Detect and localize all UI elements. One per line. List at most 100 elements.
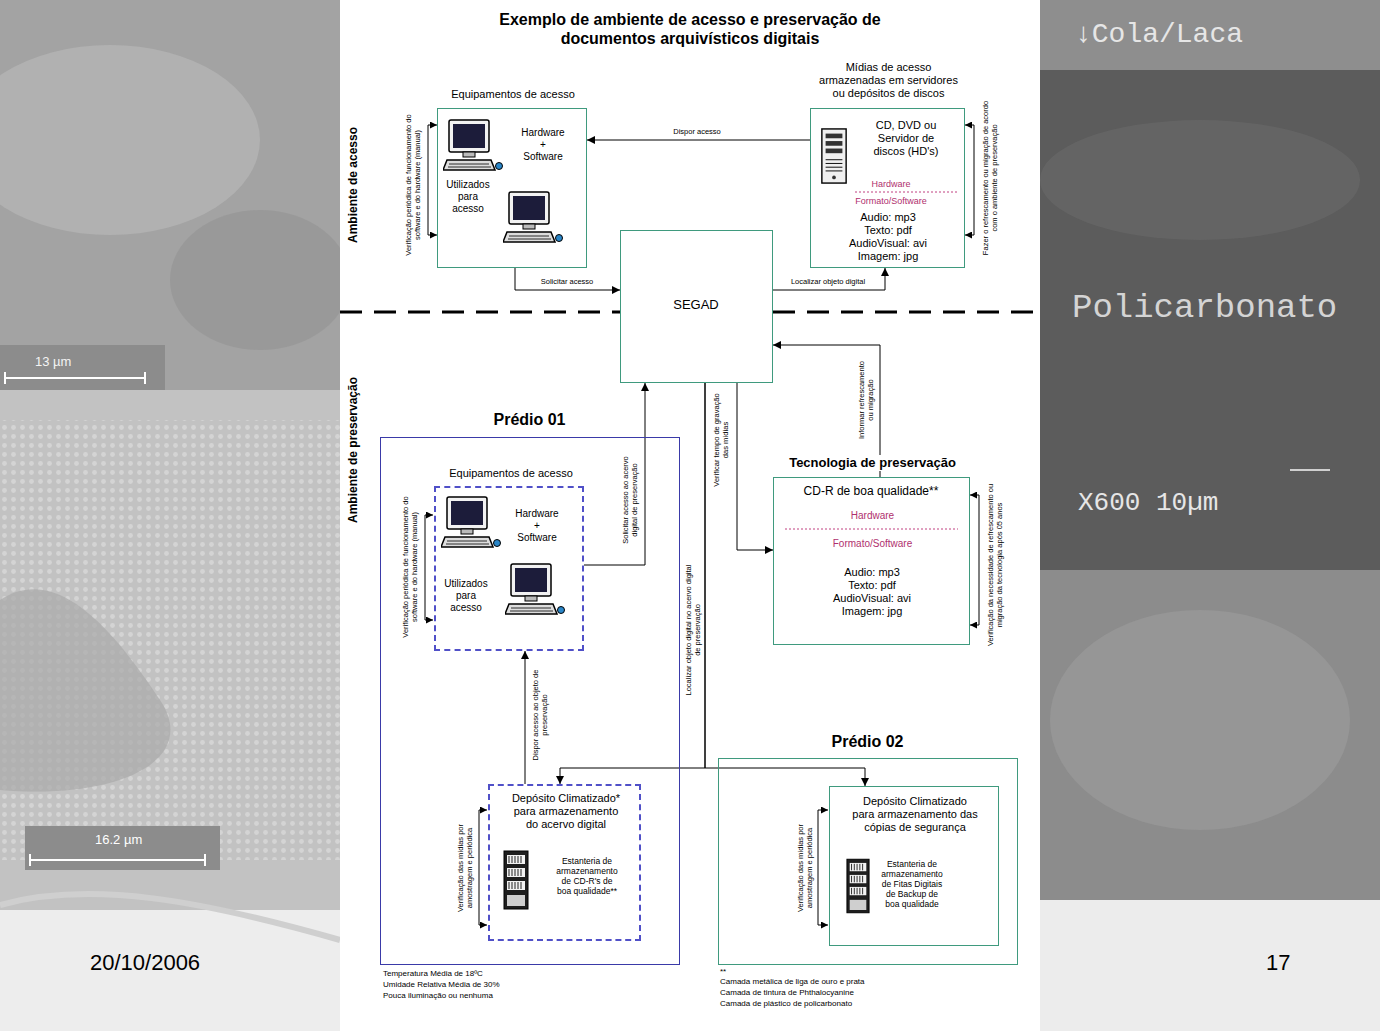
photo-caption: ↓Cola/Laca	[1075, 18, 1375, 52]
slide-panel	[340, 0, 1040, 1031]
box-text: Estanteria de armazenamento de Fitas Dig…	[880, 859, 944, 909]
box-heading: Equipamentos de acesso	[446, 467, 576, 480]
media-box: Mídias de acesso armazenadas em servidor…	[810, 108, 965, 268]
scale-label: 13 µm	[35, 354, 155, 370]
computer-icon	[505, 564, 565, 614]
box-heading: Tecnologia de preservação	[786, 455, 959, 471]
right-photo	[1040, 570, 1380, 900]
box-heading: Prédio 02	[828, 732, 906, 751]
storage-box: Depósito Climatizado* para armazenamento…	[488, 784, 641, 941]
box-text: CD-R de boa qualidade**	[774, 484, 968, 498]
left-photo	[0, 390, 340, 910]
box-text: Hardware	[814, 510, 931, 522]
equipment-box: Equipamentos de acessoHardware + Softwar…	[437, 108, 587, 268]
edge-label: Dispor acesso ao objeto de preservação	[531, 665, 549, 765]
right-photo	[1040, 900, 1380, 1031]
footnote-mark: **	[720, 967, 760, 977]
scale-bar	[5, 372, 145, 384]
right-photo	[1040, 120, 1360, 240]
box-text: Audio: mp3 Texto: pdf AudioVisual: avi I…	[845, 211, 931, 263]
edge-label: Informar refrescamento ou migração	[857, 360, 875, 440]
photo-caption: Policarbonato	[1072, 288, 1377, 329]
technology-box: Tecnologia de preservaçãoCD-R de boa qua…	[773, 477, 970, 645]
check-note: Verificação das mídias por amostragem e …	[456, 813, 474, 923]
slide-date: 20/10/2006	[90, 950, 290, 976]
environment-label: Ambiente de acesso	[346, 100, 360, 270]
check-loop	[970, 495, 979, 625]
scale-bar-ground	[0, 345, 165, 390]
box-heading: Equipamentos de acesso	[448, 88, 578, 101]
box-text: Depósito Climatizado para armazenamento …	[851, 795, 979, 834]
edge-label: Solicitar acesso	[517, 277, 617, 286]
footnote: Camada de tintura de Phthalocyanine	[720, 988, 1020, 998]
check-note: Fazer o refrescamento ou migração de aco…	[981, 98, 999, 258]
check-note: Verificação das mídias por amostragem e …	[796, 813, 814, 923]
footnote: Temperatura Média de 18ºC	[383, 969, 673, 979]
check-loop	[425, 515, 433, 620]
photo-caption: X600 10µm	[1078, 488, 1373, 519]
connector-arrow	[587, 140, 810, 141]
footnote: Camada de plástico de policarbonato	[720, 999, 1020, 1009]
left-photo	[0, 420, 340, 860]
check-note: Verificação da necessidade de refrescame…	[986, 480, 1004, 650]
box-text: Utilizados para acesso	[441, 578, 491, 614]
box-heading: Mídias de acesso armazenadas em servidor…	[813, 61, 964, 101]
check-loop	[428, 125, 437, 235]
connector-arrow	[705, 383, 865, 786]
left-photo	[170, 210, 350, 350]
left-photo	[0, 589, 170, 791]
scale-bar-ground	[25, 826, 220, 870]
computer-icon	[441, 497, 501, 547]
right-photo	[1040, 0, 1380, 70]
box-text: Hardware	[836, 179, 946, 190]
box-text: Estanteria de armazenamento de CD-R's de…	[554, 856, 620, 896]
check-loop	[479, 810, 487, 925]
edge-label: Solicitar acesso ao acervo digital de pr…	[621, 448, 639, 553]
shelf-icon	[504, 851, 869, 913]
connector-arrow	[515, 268, 620, 290]
check-loop	[965, 125, 974, 235]
box-text: Formato/Software	[814, 538, 931, 550]
box-heading: Prédio 01	[490, 410, 568, 429]
box-text: Depósito Climatizado* para armazenamento…	[507, 792, 625, 831]
right-photo	[1290, 469, 1330, 471]
equipment-box: Equipamentos de acessoHardware + Softwar…	[434, 486, 584, 651]
slide-number: 17	[1266, 950, 1326, 976]
connector-arrow	[737, 383, 773, 550]
connector-arrow	[773, 268, 885, 290]
scale-bar	[30, 854, 205, 866]
footnote: Camada metálica de liga de ouro e prata	[720, 977, 1020, 987]
shelf-icon	[504, 851, 528, 909]
separator-line	[785, 529, 958, 530]
right-photo	[1040, 70, 1380, 570]
check-loop	[425, 125, 979, 925]
box-text: SEGAD	[621, 297, 771, 313]
left-photo	[0, 45, 260, 235]
storage-box: Depósito Climatizado para armazenamento …	[829, 786, 999, 946]
building-box: Prédio 02Depósito Climatizado para armaz…	[718, 758, 1018, 965]
box-text: Hardware + Software	[514, 508, 560, 544]
system-box: SEGAD	[620, 230, 773, 383]
connector-arrow	[584, 383, 645, 565]
edge-label: Localizar objeto digital	[773, 277, 883, 286]
box-text: Hardware + Software	[520, 127, 566, 163]
diagram-title: Exemplo de ambiente de acesso e preserva…	[455, 10, 925, 48]
footnote: Umidade Relativa Média de 30%	[383, 980, 673, 990]
connector-arrow	[525, 651, 526, 784]
edge-label: Dispor acesso	[637, 127, 757, 136]
footnote: Pouca iluminação ou nenhuma	[383, 991, 673, 1001]
box-text: Utilizados para acesso	[443, 179, 493, 215]
computer-icon	[443, 120, 503, 170]
check-loop	[818, 810, 828, 925]
environment-label: Ambiente de preservação	[346, 340, 360, 560]
left-photo	[0, 894, 340, 940]
box-text: Audio: mp3 Texto: pdf AudioVisual: avi I…	[829, 566, 915, 618]
edge-label: Localizar objeto digital no acervo digit…	[684, 563, 702, 698]
right-photo	[1040, 0, 1380, 1031]
box-text: Formato/Software	[836, 196, 946, 207]
shelf-icon	[847, 859, 869, 913]
edge-label: Verificar tempo de gravação das mídias	[712, 393, 730, 488]
computer-icon	[503, 192, 563, 242]
